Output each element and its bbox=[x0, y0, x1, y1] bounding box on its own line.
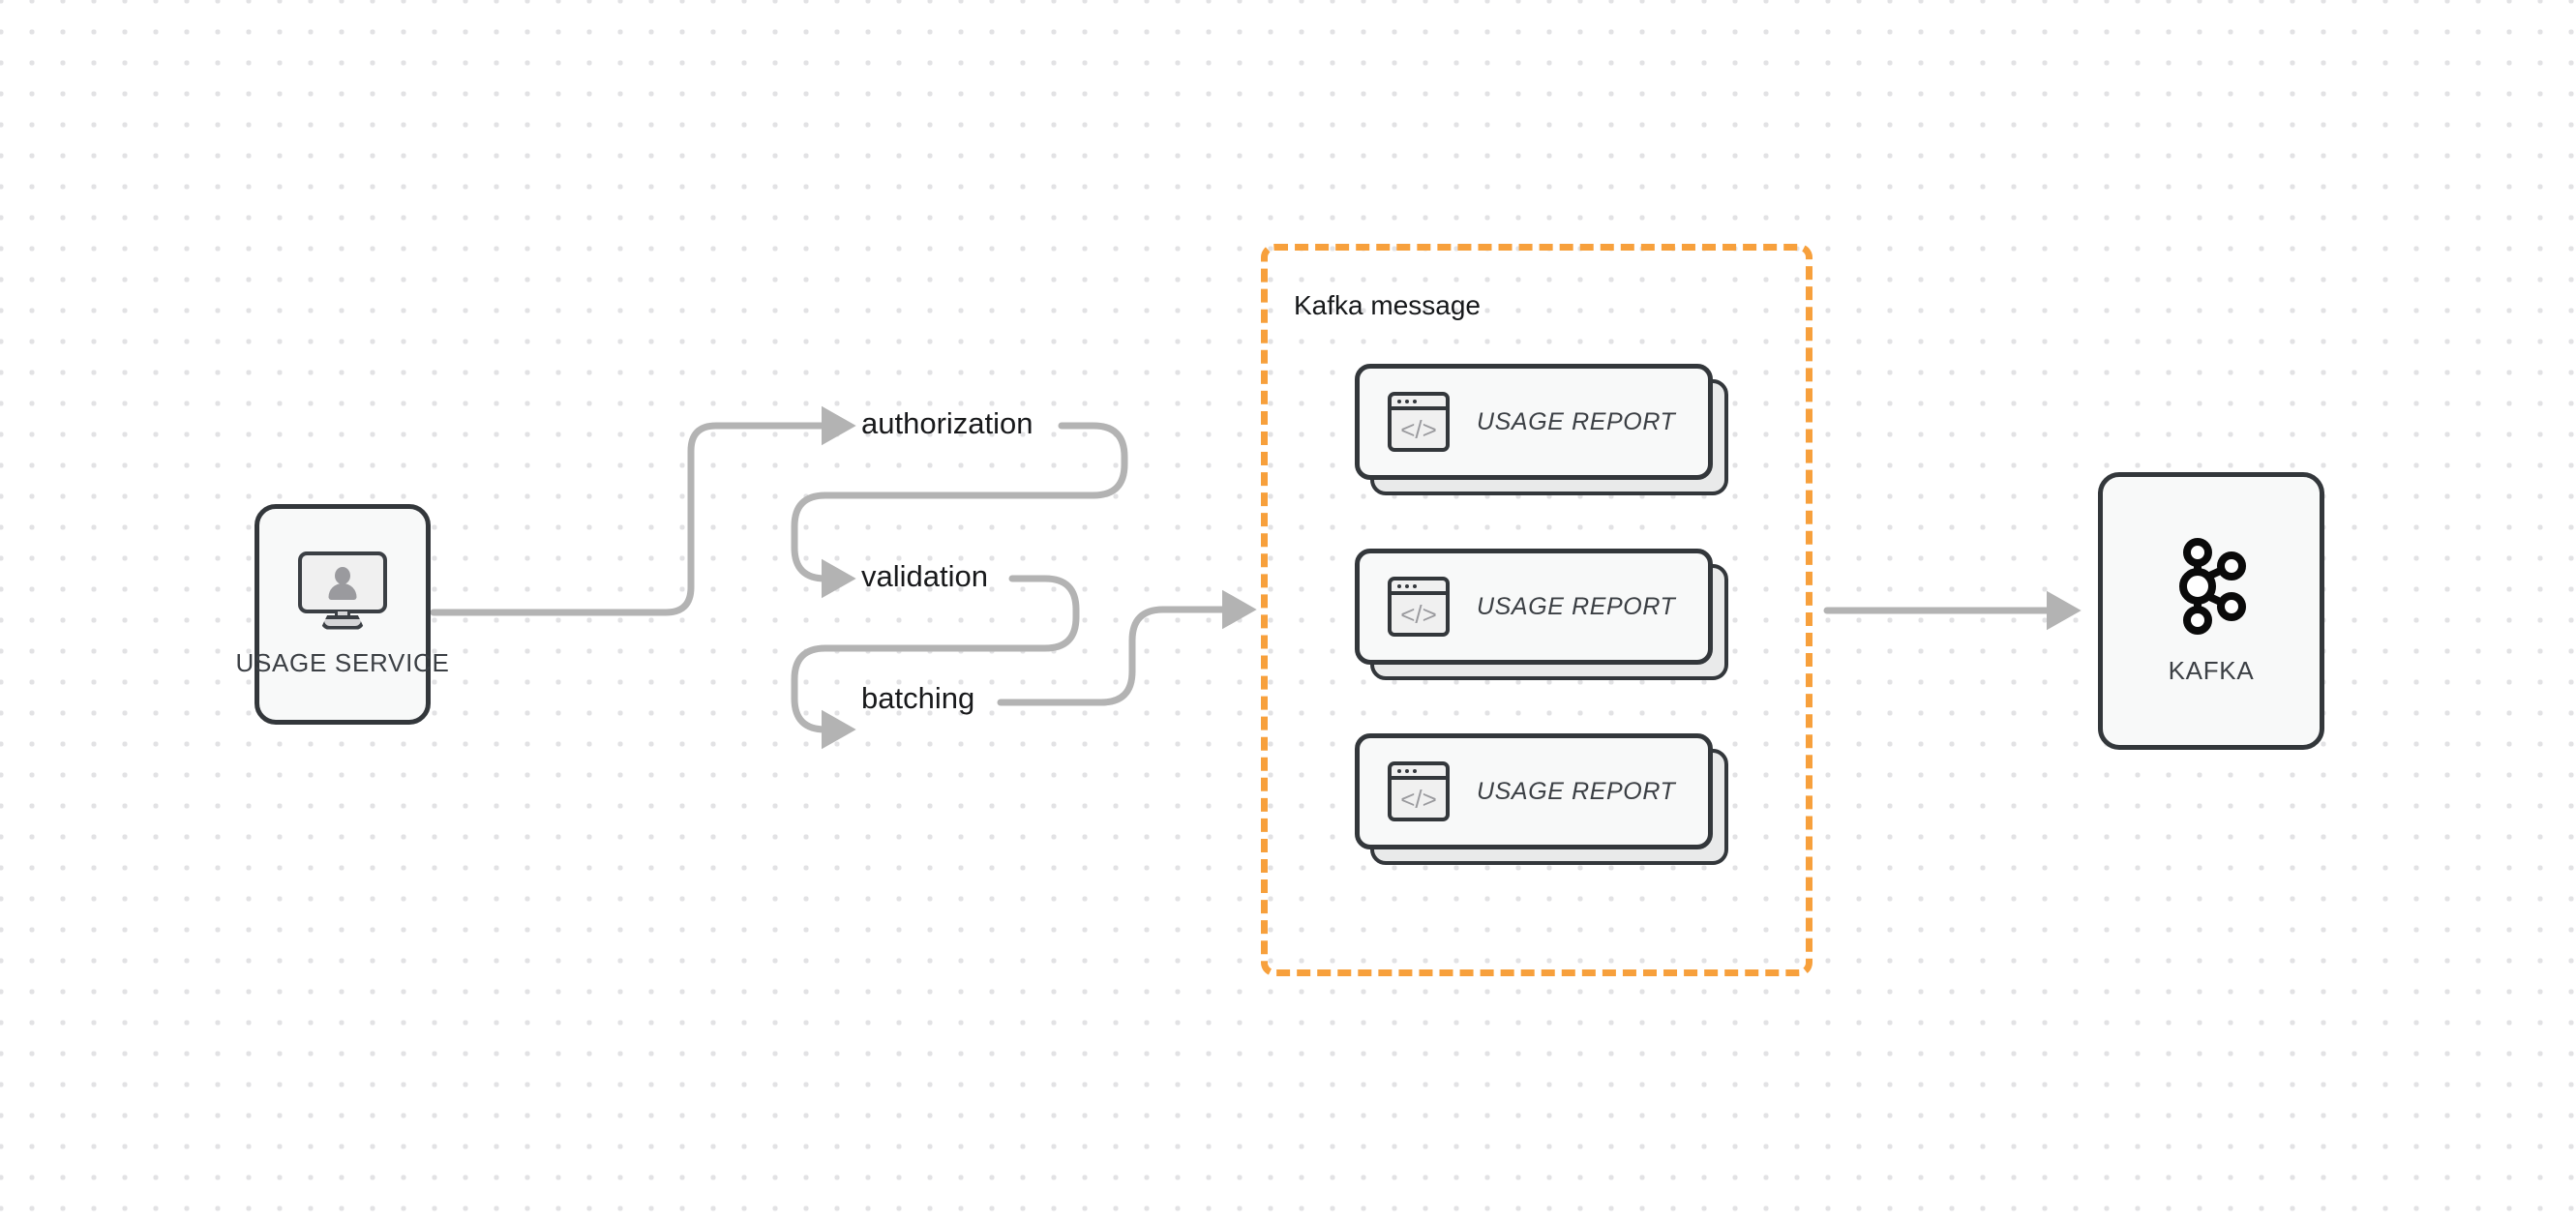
stage-label-validation[interactable]: validation bbox=[861, 559, 988, 593]
kafka-logo-icon bbox=[2179, 538, 2246, 635]
connector-usage-service-to-authorization bbox=[430, 405, 856, 616]
node-kafka[interactable]: KAFKA bbox=[2098, 472, 2324, 750]
code-window-icon: </> bbox=[1388, 392, 1450, 452]
node-usage-service[interactable]: USAGE SERVICE bbox=[235, 504, 449, 725]
stage-label-authorization[interactable]: authorization bbox=[861, 406, 1033, 440]
usage-report-label: USAGE REPORT bbox=[1477, 407, 1676, 435]
code-window-icon: </> bbox=[1388, 761, 1450, 821]
usage-report-card[interactable]: </> USAGE REPORT bbox=[1355, 364, 1728, 495]
usage-report-label: USAGE REPORT bbox=[1477, 777, 1676, 805]
monitor-user-icon bbox=[298, 551, 387, 630]
connector-batching-to-kafka-message bbox=[997, 589, 1257, 706]
usage-report-label: USAGE REPORT bbox=[1477, 592, 1676, 620]
kafka-message-group bbox=[1261, 244, 1812, 976]
usage-service-label: USAGE SERVICE bbox=[235, 647, 450, 677]
code-window-icon: </> bbox=[1388, 577, 1450, 637]
code-glyph: </> bbox=[1400, 414, 1437, 444]
connector-authorization-to-validation bbox=[791, 422, 1128, 599]
kafka-message-title: Kafka message bbox=[1294, 290, 1481, 320]
stage-label-batching[interactable]: batching bbox=[861, 681, 975, 715]
usage-report-card[interactable]: </> USAGE REPORT bbox=[1355, 733, 1728, 865]
code-glyph: </> bbox=[1400, 599, 1437, 629]
code-glyph: </> bbox=[1400, 784, 1437, 814]
usage-report-card[interactable]: </> USAGE REPORT bbox=[1355, 549, 1728, 680]
kafka-label: KAFKA bbox=[2168, 656, 2255, 685]
